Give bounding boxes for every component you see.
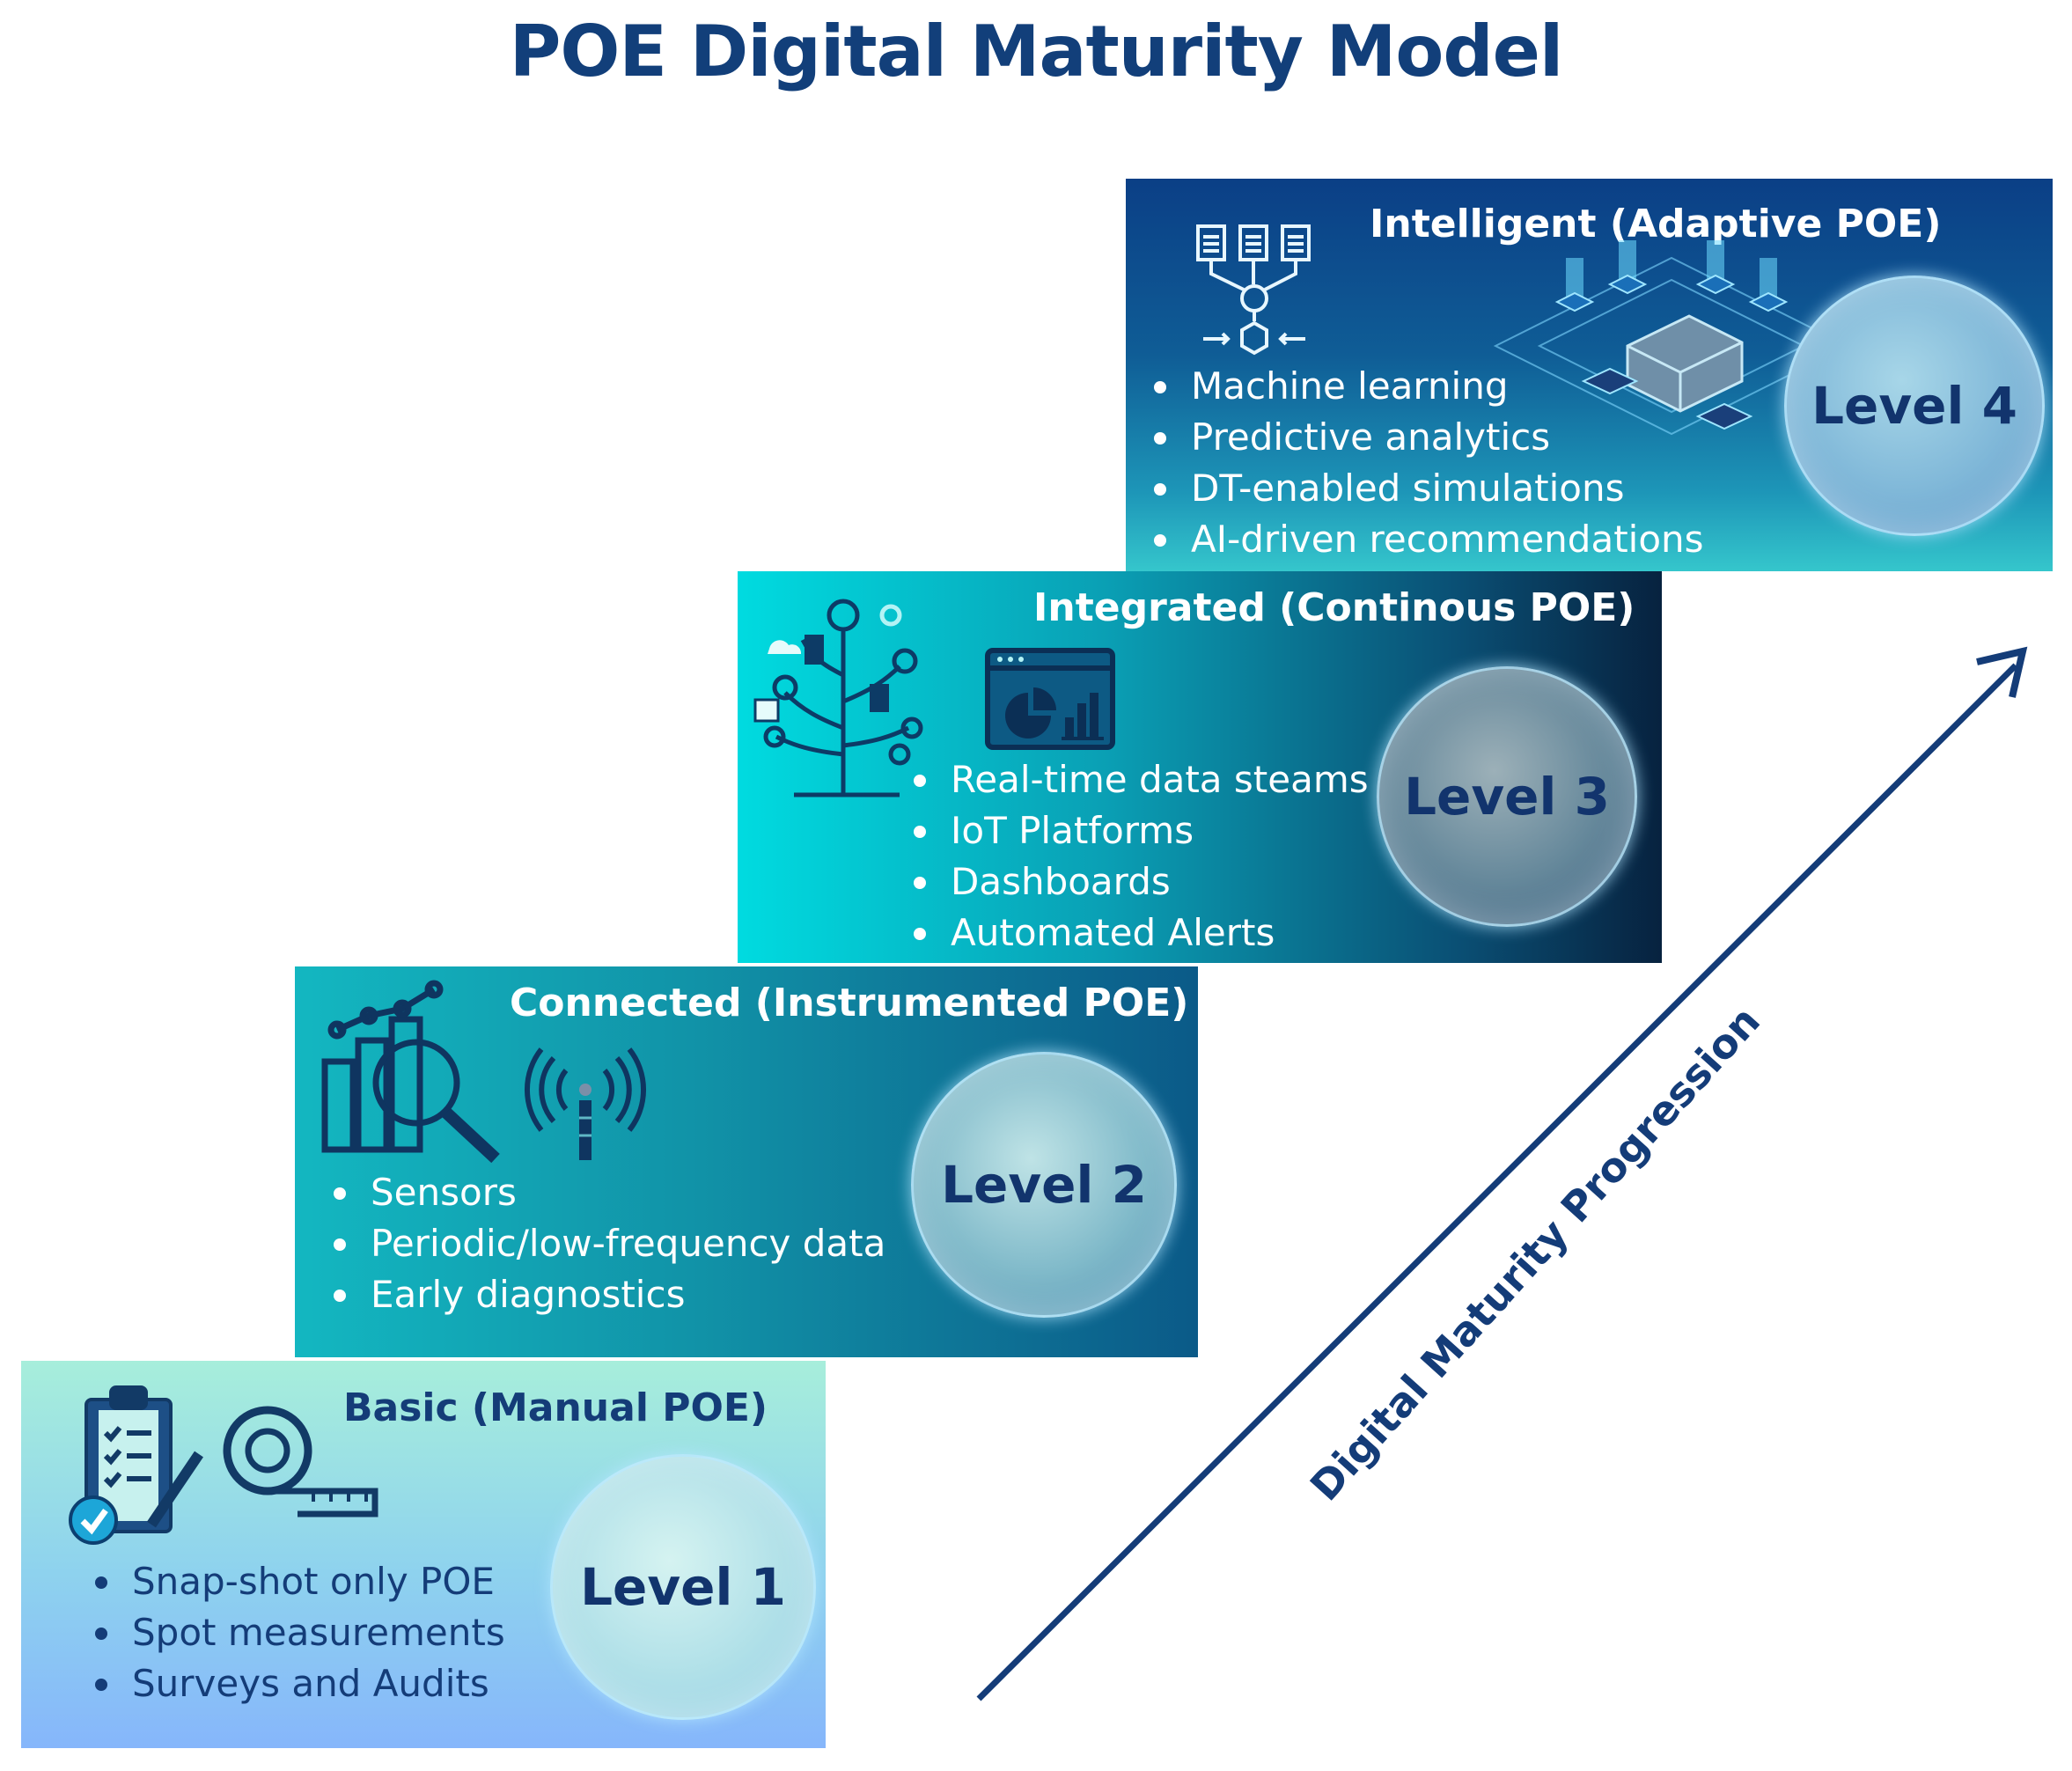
clipboard-checklist-icon [69,1385,203,1545]
level-4-list: Machine learning Predictive analytics DT… [1150,361,1704,565]
level-1-item: Surveys and Audits [92,1658,505,1709]
level-2-panel: Connected (Instrumented POE) Sensors Per… [295,966,1198,1357]
level-2-heading: Connected (Instrumented POE) [510,981,1189,1025]
arrowhead-icon [1976,646,2028,698]
level-2-badge-label: Level 2 [941,1155,1147,1215]
level-3-panel: Integrated (Continous POE) [738,571,1662,963]
tech-tree-icon [753,599,923,797]
level-1-list: Snap-shot only POE Spot measurements Sur… [92,1556,505,1709]
level-4-badge-label: Level 4 [1811,376,2017,436]
level-4-item: Machine learning [1150,361,1704,412]
isometric-network-illustration [1493,240,1850,436]
level-3-badge: Level 3 [1377,666,1637,927]
dashboard-window-icon [985,648,1115,750]
level-3-badge-label: Level 3 [1404,767,1610,827]
level-3-item: Real-time data steams [910,754,1369,805]
level-2-item: Early diagnostics [330,1269,885,1320]
level-1-item: Snap-shot only POE [92,1556,505,1607]
wireless-sensor-icon [524,1047,647,1160]
level-2-item: Sensors [330,1167,885,1218]
level-4-item: Predictive analytics [1150,412,1704,463]
progression-arrow-line [976,663,2018,1701]
level-1-heading: Basic (Manual POE) [343,1385,768,1430]
level-2-item: Periodic/low-frequency data [330,1218,885,1269]
level-4-item: DT-enabled simulations [1150,463,1704,514]
data-processing-icon [1196,224,1311,356]
level-4-heading: Intelligent (Adaptive POE) [1370,202,1942,246]
level-1-badge-label: Level 1 [580,1557,786,1617]
level-3-list: Real-time data steams IoT Platforms Dash… [910,754,1369,959]
level-3-item: Automated Alerts [910,908,1369,959]
level-3-item: Dashboards [910,856,1369,908]
level-2-list: Sensors Periodic/low-frequency data Earl… [330,1167,885,1320]
level-2-badge: Level 2 [911,1052,1177,1318]
level-1-badge: Level 1 [550,1454,816,1720]
level-1-panel: Basic (Manual POE) Snap-shot only POE Sp… [21,1361,826,1748]
level-4-panel: Intelligent (Adaptive POE) [1126,179,2053,571]
level-1-item: Spot measurements [92,1607,505,1658]
level-3-item: IoT Platforms [910,805,1369,856]
chart-magnifier-icon [321,980,500,1164]
tape-measure-icon [223,1406,378,1517]
level-4-item: AI-driven recommendations [1150,514,1704,565]
level-3-heading: Integrated (Continous POE) [1033,585,1635,630]
diagram-title: POE Digital Maturity Model [509,11,1564,92]
level-4-badge: Level 4 [1784,276,2045,536]
